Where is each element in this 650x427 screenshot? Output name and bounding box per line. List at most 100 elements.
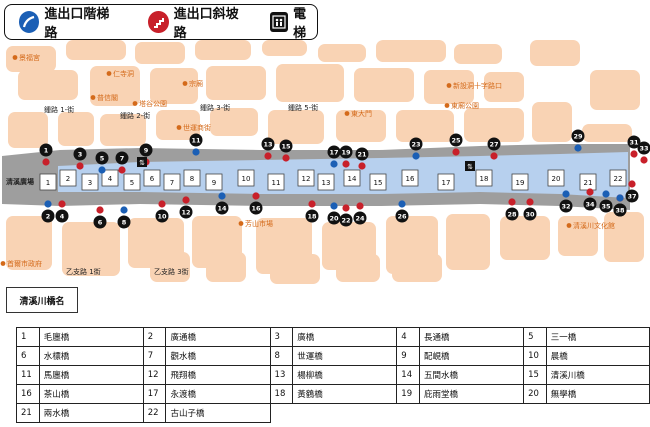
ramp-icon [452,148,460,156]
bridge-number: 7 [170,179,174,187]
bridge-number: 16 [406,175,415,183]
exit-marker: 17 [327,145,341,159]
exit-number: 17 [329,148,338,156]
place-label: 世運商街 [183,123,211,132]
exit-number: 2 [46,212,51,220]
exit-number: 32 [561,202,570,210]
city-block [604,212,644,262]
exit-marker: 9 [139,143,153,157]
empty-cell [546,404,649,423]
bridge-name-cell: 無學橋 [545,384,650,404]
place-label: 新設洞十字路口 [453,81,502,90]
exit-marker: 37 [625,189,639,203]
bridge-number: 5 [130,179,134,187]
bridge-name-cell: 飛翔橋 [165,365,271,385]
city-block [500,216,550,260]
place-label: 東廟公園 [451,101,479,110]
bridge-number-cell: 21 [16,403,40,423]
elevator-icon [269,12,289,32]
city-block [270,254,320,284]
empty-cell [420,404,524,423]
bridge-number: 10 [242,175,251,183]
bridge-number-cell: 4 [396,327,420,347]
river-water [58,152,628,198]
ramp-icon [158,200,166,208]
exit-marker: 35 [599,199,613,213]
city-block [210,108,258,136]
exit-number: 5 [100,154,105,162]
bridge-name-cell: 庇雨堂橋 [418,384,525,404]
exit-marker: 21 [355,147,369,161]
city-block [66,40,126,60]
exit-number: 19 [341,148,351,156]
exit-number: 1 [44,146,49,154]
ramp-icon [358,162,366,170]
city-block [590,70,640,110]
place-label: 仁寺洞 [113,69,134,78]
ramp-icon [586,188,594,196]
bridge-name-cell: 水標橋 [38,346,144,366]
bridge-number-cell: 10 [523,346,547,366]
ramp-icon [252,192,260,200]
bridge-marker [437,173,455,191]
bridge-marker [369,173,387,191]
elevator-icon: ⇅ [465,161,475,171]
legend-ramp: 進出口斜坡路 [148,3,245,41]
exit-number: 13 [263,140,272,148]
legend-elevator-label: 電梯 [293,7,307,41]
city-block [58,112,94,146]
bridge-marker [297,169,315,187]
city-block [90,66,140,106]
bridge-number: 8 [190,175,194,183]
city-block [336,110,386,142]
bridge-marker [123,173,141,191]
elevator-icon: ⇅ [137,157,147,167]
empty-cell [270,404,293,423]
bridge-number: 4 [108,175,113,183]
ramp-icon [148,11,169,33]
bridge-number: 17 [442,179,451,187]
exit-number: 34 [585,200,595,208]
bridge-marker [475,169,493,187]
place-marker-icon [446,83,452,88]
exit-marker: 26 [395,209,409,223]
empty-cell [293,404,397,423]
exit-marker: 2 [41,209,55,223]
bridge-number-cell: 22 [142,403,167,423]
bridge-number: 3 [88,179,92,187]
exit-number: 27 [489,140,498,148]
city-blocks [6,40,644,284]
bridge-number: 15 [374,179,383,187]
bridge-name-cell: 兩水橋 [38,403,144,423]
stair-icon [398,200,406,208]
bridge-number-cell: 6 [16,346,40,366]
city-block [464,108,524,142]
exit-marker: 25 [449,133,463,147]
bridge-number: 18 [480,175,489,183]
ramp-icon [342,160,350,168]
exit-marker: 28 [505,207,519,221]
map-legend: 進出口階梯路 進出口斜坡路 電梯 [4,3,318,41]
exit-marker: 32 [559,199,573,213]
city-block [18,70,78,100]
district-label: 鍾路 1-街 [44,105,74,114]
city-block [376,40,446,62]
city-block [582,124,632,142]
exit-marker: 16 [249,201,263,215]
bridge-number-cell: 7 [142,346,167,366]
elevator-glyph: ⇅ [467,163,473,171]
exit-number: 30 [525,210,535,218]
ramp-icon [76,162,84,170]
bridge-name-cell: 三一橋 [545,327,650,347]
exit-marker: 22 [339,213,353,227]
city-block [195,40,251,60]
exit-marker: 3 [73,147,87,161]
exit-number: 33 [639,144,648,152]
city-block [135,42,185,64]
exit-number: 38 [615,206,625,214]
exit-number: 8 [122,218,127,226]
bridge-name-cell: 世運橋 [292,346,398,366]
ramp-icon [342,204,350,212]
